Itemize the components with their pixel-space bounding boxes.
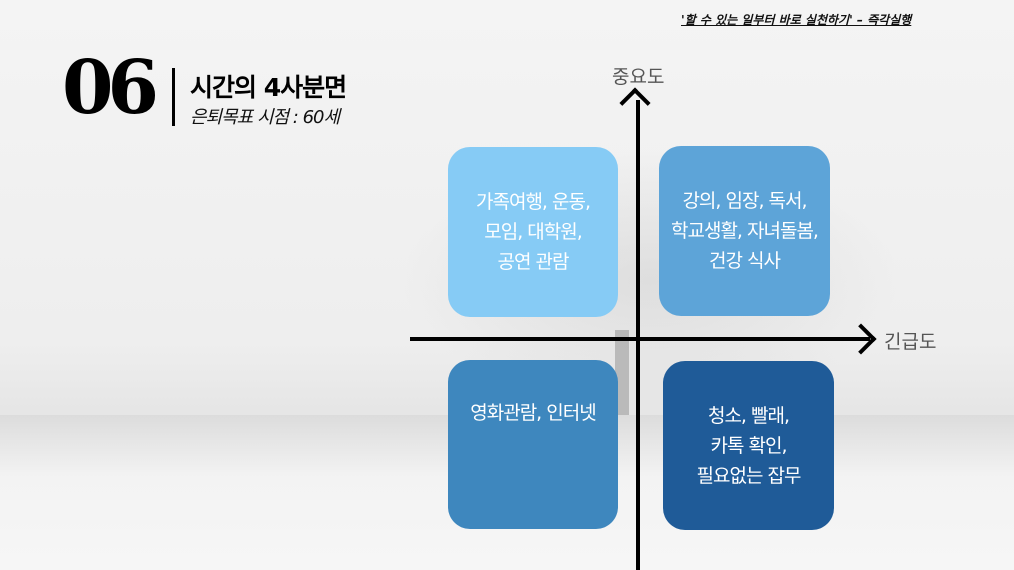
quadrant-important-urgent: 강의, 임장, 독서, 학교생활, 자녀돌봄, 건강 식사 <box>659 146 830 316</box>
background-trunk <box>615 330 629 420</box>
arrow-up-icon <box>619 87 651 119</box>
page-subtitle: 은퇴목표 시점 : 60세 <box>190 107 340 128</box>
urgency-axis <box>410 337 870 341</box>
slogan: '할 수 있는 일부터 바로 실천하기' – 즉각실행 <box>681 13 912 27</box>
section-number: 06 <box>62 45 159 131</box>
importance-axis <box>636 100 640 570</box>
quadrant-text: 영화관람, 인터넷 <box>470 402 596 424</box>
quadrant-text: 가족여행, 운동, 모임, 대학원, 공연 관람 <box>476 191 591 273</box>
importance-label: 중요도 <box>612 66 665 88</box>
quadrant-text: 청소, 빨래, 카톡 확인, 필요없는 잡무 <box>696 404 802 487</box>
quadrant-not-important-not-urgent: 영화관람, 인터넷 <box>448 360 618 529</box>
divider <box>172 68 175 126</box>
page-title: 시간의 4사분면 <box>190 73 347 102</box>
urgency-label: 긴급도 <box>884 331 937 353</box>
quadrant-not-important-urgent: 청소, 빨래, 카톡 확인, 필요없는 잡무 <box>663 361 834 530</box>
quadrant-text: 강의, 임장, 독서, 학교생활, 자녀돌봄, 건강 식사 <box>671 190 819 272</box>
quadrant-important-not-urgent: 가족여행, 운동, 모임, 대학원, 공연 관람 <box>448 147 618 317</box>
